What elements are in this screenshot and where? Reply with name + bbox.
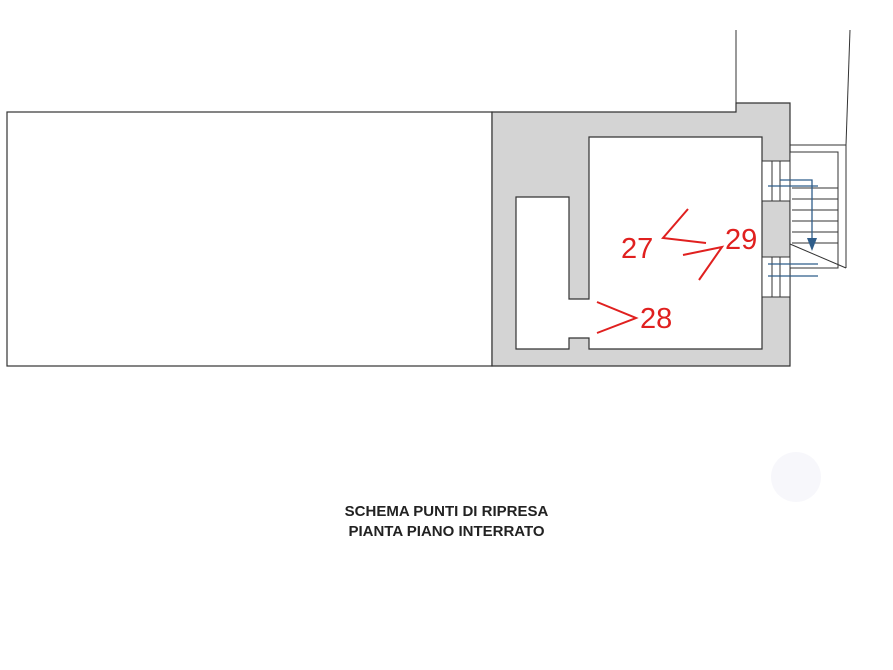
plan-caption: SCHEMA PUNTI DI RIPRESA PIANTA PIANO INT… <box>0 502 893 542</box>
shooting-point-label-27: 27 <box>621 233 653 265</box>
view-cone-27 <box>661 208 707 244</box>
shooting-point-label-28: 28 <box>640 303 672 335</box>
caption-line-2: PIANTA PIANO INTERRATO <box>348 523 545 540</box>
shooting-point-label-29: 29 <box>725 224 757 256</box>
window-upper <box>761 160 791 202</box>
window-lower <box>761 256 791 298</box>
basement-walls <box>491 102 791 367</box>
adjacent-area <box>6 111 493 367</box>
stair-direction-arrow <box>768 179 818 277</box>
view-cone-28 <box>596 301 639 334</box>
faint-circle-artifact <box>771 452 821 502</box>
caption-line-1: SCHEMA PUNTI DI RIPRESA <box>344 503 549 520</box>
staircase <box>735 29 851 269</box>
view-cone-29 <box>682 245 725 281</box>
